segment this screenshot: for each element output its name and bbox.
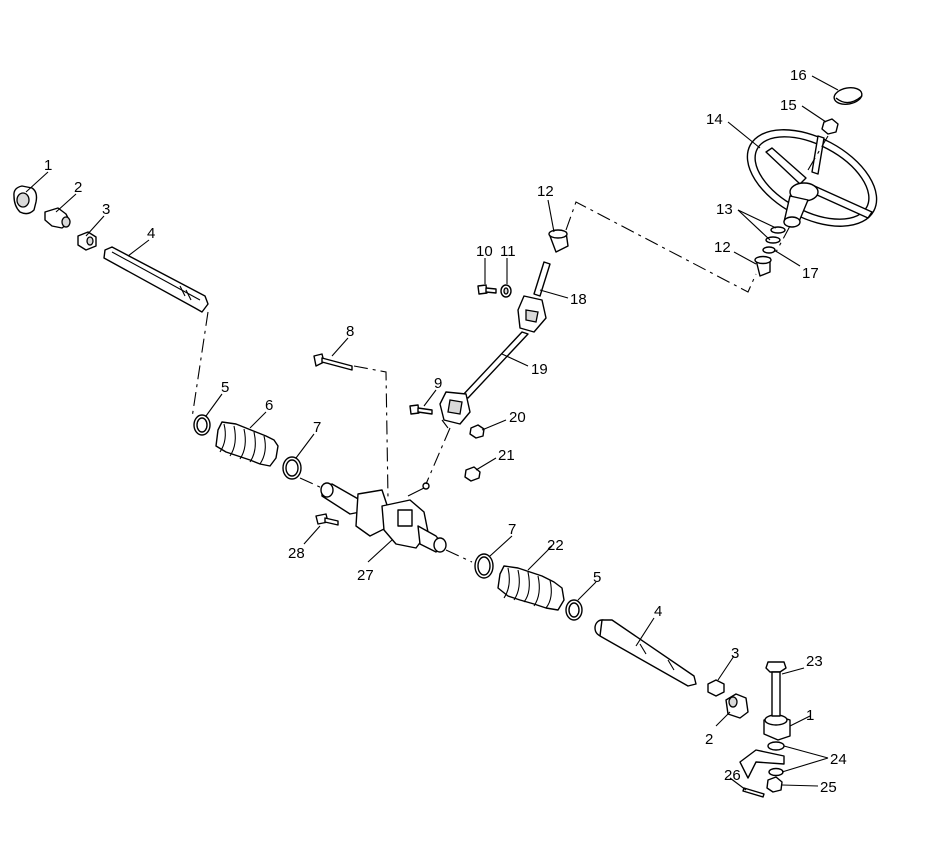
bolt-28 — [315, 513, 339, 526]
callout-8: 8 — [346, 323, 354, 340]
callout-10: 10 — [476, 243, 493, 260]
wheel-nut-15 — [821, 118, 839, 135]
bolt-10 — [477, 284, 497, 295]
callout-5-lower: 5 — [593, 569, 601, 586]
callout-15: 15 — [780, 97, 797, 114]
boot-clamp-inner-right — [474, 553, 494, 579]
nut-upper-left — [77, 231, 97, 251]
nut-21 — [464, 466, 481, 482]
callout-3-upper: 3 — [102, 201, 110, 218]
callout-23: 23 — [806, 653, 823, 670]
callout-17: 17 — [802, 265, 819, 282]
callout-2-lower: 2 — [705, 731, 713, 748]
callout-14: 14 — [706, 111, 723, 128]
callout-numbers: 1 2 3 4 5 6 7 8 9 10 11 12 12 13 14 15 1… — [44, 67, 847, 796]
steering-wheel — [746, 129, 878, 228]
callout-6: 6 — [265, 397, 273, 414]
callout-7-lower: 7 — [508, 521, 516, 538]
cotter-pin-26 — [742, 787, 765, 798]
tie-rod-end-upper-left — [13, 185, 38, 215]
callout-27: 27 — [357, 567, 374, 584]
callout-26: 26 — [724, 767, 741, 784]
nut-lower-right — [707, 679, 725, 697]
callout-11: 11 — [500, 243, 516, 260]
callout-28: 28 — [288, 545, 305, 562]
washers-13-17 — [762, 226, 786, 254]
boot-clamp-left — [193, 414, 211, 436]
callout-19: 19 — [531, 361, 548, 378]
callout-leaders — [25, 75, 839, 791]
boot-clamp-right — [565, 599, 583, 621]
adjuster-upper-left — [44, 207, 71, 229]
castle-nut-25 — [766, 776, 783, 793]
boot-clamp-inner-left — [282, 456, 302, 480]
bolt-8 — [313, 353, 353, 371]
callout-12-lower: 12 — [714, 239, 731, 256]
callout-24: 24 — [830, 751, 847, 768]
callout-3-lower: 3 — [731, 645, 739, 662]
bolt-23 — [765, 661, 787, 717]
callout-22: 22 — [547, 537, 564, 554]
inner-tie-rod-upper-left — [103, 246, 209, 313]
alignment-lines — [191, 135, 829, 563]
callout-21: 21 — [498, 447, 515, 464]
steering-arm — [739, 749, 785, 779]
steering-shaft — [439, 261, 551, 429]
bushing-12-upper — [548, 229, 569, 253]
washer-11 — [500, 284, 512, 298]
bushing-12-lower — [754, 255, 772, 277]
callout-13: 13 — [716, 201, 733, 218]
steering-boot-right — [497, 565, 565, 611]
bolt-9 — [409, 404, 433, 415]
steering-boot-left — [215, 421, 279, 467]
callout-1-upper: 1 — [44, 157, 52, 174]
steering-rack-housing — [320, 482, 447, 553]
callout-2-upper: 2 — [74, 179, 82, 196]
callout-16: 16 — [790, 67, 807, 84]
callout-12-upper: 12 — [537, 183, 554, 200]
callout-7-upper: 7 — [313, 419, 321, 436]
callout-20: 20 — [509, 409, 526, 426]
callout-4-upper: 4 — [147, 225, 155, 242]
callout-4-lower: 4 — [654, 603, 662, 620]
callout-18: 18 — [570, 291, 587, 308]
nut-20 — [469, 424, 485, 439]
callout-9: 9 — [434, 375, 442, 392]
callout-1-lower: 1 — [806, 707, 814, 724]
callout-25: 25 — [820, 779, 837, 796]
inner-tie-rod-lower-right — [594, 619, 697, 687]
tie-rod-end-lower-right — [763, 714, 791, 741]
callout-5-upper: 5 — [221, 379, 229, 396]
adjuster-lower-right — [725, 693, 749, 719]
center-cap-16 — [833, 87, 863, 105]
